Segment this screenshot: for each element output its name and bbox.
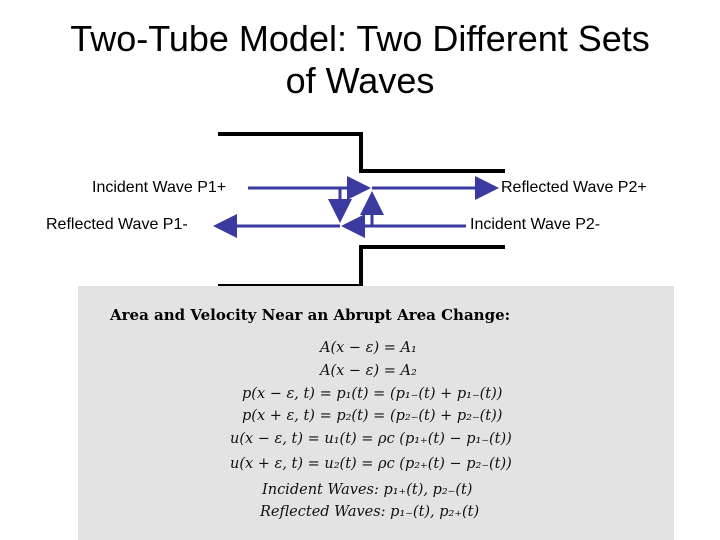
tube-wall-top xyxy=(218,132,505,173)
slide-title: Two-Tube Model: Two Different Sets of Wa… xyxy=(0,18,720,102)
tube-wall-bottom xyxy=(218,245,505,288)
two-tube-diagram xyxy=(213,132,505,288)
equation-area-right: A(x − ε) = A₂ xyxy=(320,363,417,379)
slide-title-line-2: of Waves xyxy=(285,60,435,101)
equation-pressure-left: p(x − ε, t) = p₁(t) = (p₁₋(t) + p₁₋(t)) xyxy=(242,386,503,402)
incident-wave-p1-label: Incident Wave P1+ xyxy=(92,179,227,196)
equation-velocity-right: u(x + ε, t) = u₂(t) = ρc (p₂₊(t) − p₂₋(t… xyxy=(230,456,512,472)
reflected-wave-p1-label: Reflected Wave P1- xyxy=(46,216,188,233)
equations-panel: Area and Velocity Near an Abrupt Area Ch… xyxy=(78,286,674,540)
equation-pressure-right: p(x + ε, t) = p₂(t) = (p₂₋(t) + p₂₋(t)) xyxy=(242,408,503,424)
incident-waves-line: Incident Waves: p₁₊(t), p₂₋(t) xyxy=(262,482,473,498)
slide-title-line-1: Two-Tube Model: Two Different Sets xyxy=(70,18,650,59)
reflected-waves-line: Reflected Waves: p₁₋(t), p₂₊(t) xyxy=(260,504,480,520)
equation-area-left: A(x − ε) = A₁ xyxy=(320,340,417,356)
equation-velocity-left: u(x − ε, t) = u₁(t) = ρc (p₁₊(t) − p₁₋(t… xyxy=(230,431,512,447)
incident-wave-p2-label: Incident Wave P2- xyxy=(470,216,601,233)
equations-heading: Area and Velocity Near an Abrupt Area Ch… xyxy=(110,306,511,324)
reflected-wave-p2-label: Reflected Wave P2+ xyxy=(501,179,647,196)
